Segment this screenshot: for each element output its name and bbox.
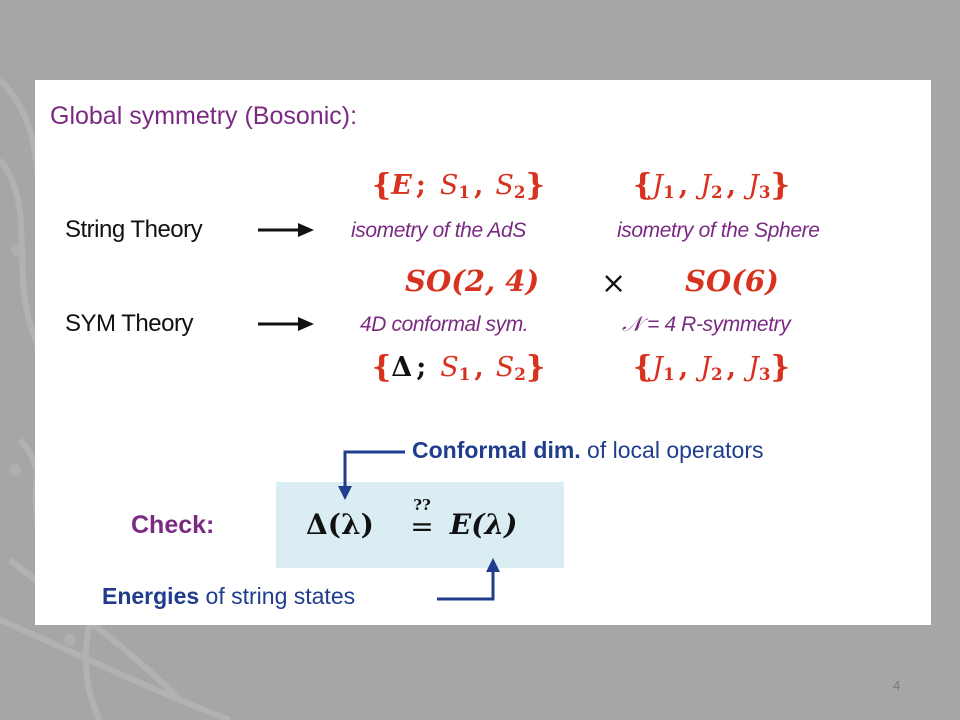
bottom-connector-line bbox=[437, 568, 495, 601]
page-number: 4 bbox=[893, 678, 901, 693]
symbol-j: J bbox=[652, 170, 664, 201]
ads-isometry-desc: isometry of the AdS bbox=[351, 219, 526, 242]
symbol-j: J bbox=[700, 170, 712, 201]
subscript-2: 2 bbox=[514, 364, 526, 385]
brace-close: } bbox=[525, 350, 546, 385]
callout-bold-text: Conformal dim. bbox=[412, 437, 581, 463]
string-charges-ads: {E;S1,S2} bbox=[372, 168, 545, 203]
symbol-j: J bbox=[748, 352, 759, 383]
equation-rhs: E(λ) bbox=[449, 508, 518, 541]
slide-content-panel: Global symmetry (Bosonic): {E;S1,S2} {J1… bbox=[35, 80, 931, 625]
subscript-1: 1 bbox=[458, 364, 471, 385]
callout-rest-text: of string states bbox=[199, 583, 356, 609]
symbol-energy: E bbox=[391, 170, 412, 201]
question-equals-symbol: ?? = bbox=[407, 498, 437, 541]
subscript-1: 1 bbox=[663, 182, 675, 203]
callout-rest-text: of local operators bbox=[580, 437, 764, 463]
string-charges-sphere: {J1,J2,J3} bbox=[633, 168, 790, 203]
subscript-3: 3 bbox=[758, 182, 771, 203]
sym-charges-r: {J1,J2,J3} bbox=[633, 350, 790, 385]
r-symmetry-desc: 𝒩 = 4 R-symmetry bbox=[622, 313, 791, 336]
check-equation-box: Δ(λ) E(λ) ?? = bbox=[276, 482, 564, 568]
brace-open: { bbox=[633, 350, 653, 385]
sym-theory-label: SYM Theory bbox=[65, 310, 193, 337]
subscript-2: 2 bbox=[711, 182, 723, 203]
brace-open: { bbox=[633, 168, 653, 203]
comma: , bbox=[474, 352, 484, 383]
symbol-s: S bbox=[440, 352, 459, 383]
direct-product-symbol: × bbox=[601, 266, 627, 301]
comma: , bbox=[474, 170, 484, 201]
group-so-2-4: SO(2, 4) bbox=[405, 264, 539, 298]
energies-callout: Energies of string states bbox=[102, 583, 355, 610]
equation-lhs-rhs: Δ(λ) E(λ) bbox=[306, 508, 517, 541]
right-arrow-icon bbox=[258, 317, 314, 331]
slide-heading: Global symmetry (Bosonic): bbox=[50, 102, 358, 130]
equation-lhs: Δ(λ) bbox=[306, 508, 374, 541]
brace-close: } bbox=[770, 350, 790, 385]
symbol-s: S bbox=[495, 170, 514, 201]
conformal-sym-desc: 4D conformal sym. bbox=[360, 313, 529, 336]
subscript-2: 2 bbox=[513, 182, 526, 203]
brace-close: } bbox=[525, 168, 545, 203]
string-theory-label: String Theory bbox=[65, 216, 203, 243]
comma: , bbox=[726, 170, 737, 201]
separator: ; bbox=[415, 170, 426, 201]
symbol-j: J bbox=[652, 352, 664, 383]
symbol-j: J bbox=[748, 170, 759, 201]
right-arrow-icon bbox=[258, 223, 314, 237]
group-so-6: SO(6) bbox=[685, 264, 779, 298]
separator: ; bbox=[416, 352, 427, 383]
callout-bold-text: Energies bbox=[102, 583, 200, 609]
symbol-s: S bbox=[439, 170, 459, 201]
sphere-isometry-desc: isometry of the Sphere bbox=[617, 219, 820, 242]
brace-open: { bbox=[372, 350, 392, 385]
brace-close: } bbox=[770, 168, 790, 203]
symbol-s: S bbox=[495, 352, 515, 383]
question-marks: ?? bbox=[413, 496, 431, 514]
symbol-delta: Δ bbox=[391, 352, 413, 383]
comma: , bbox=[678, 170, 689, 201]
equals-sign: = bbox=[410, 510, 434, 543]
sym-charges-conformal: {Δ;S1,S2} bbox=[372, 350, 545, 385]
subscript-3: 3 bbox=[758, 364, 771, 385]
symbol-j: J bbox=[700, 352, 712, 383]
check-label: Check: bbox=[131, 511, 215, 539]
group-so-2-4-text: SO(2, 4) bbox=[405, 264, 540, 298]
conformal-dim-callout: Conformal dim. of local operators bbox=[412, 437, 764, 464]
subscript-2: 2 bbox=[711, 364, 723, 385]
brace-open: { bbox=[372, 168, 392, 203]
subscript-1: 1 bbox=[458, 182, 471, 203]
comma: , bbox=[726, 352, 737, 383]
comma: , bbox=[678, 352, 689, 383]
subscript-1: 1 bbox=[663, 364, 675, 385]
group-so-6-text: SO(6) bbox=[685, 264, 779, 298]
